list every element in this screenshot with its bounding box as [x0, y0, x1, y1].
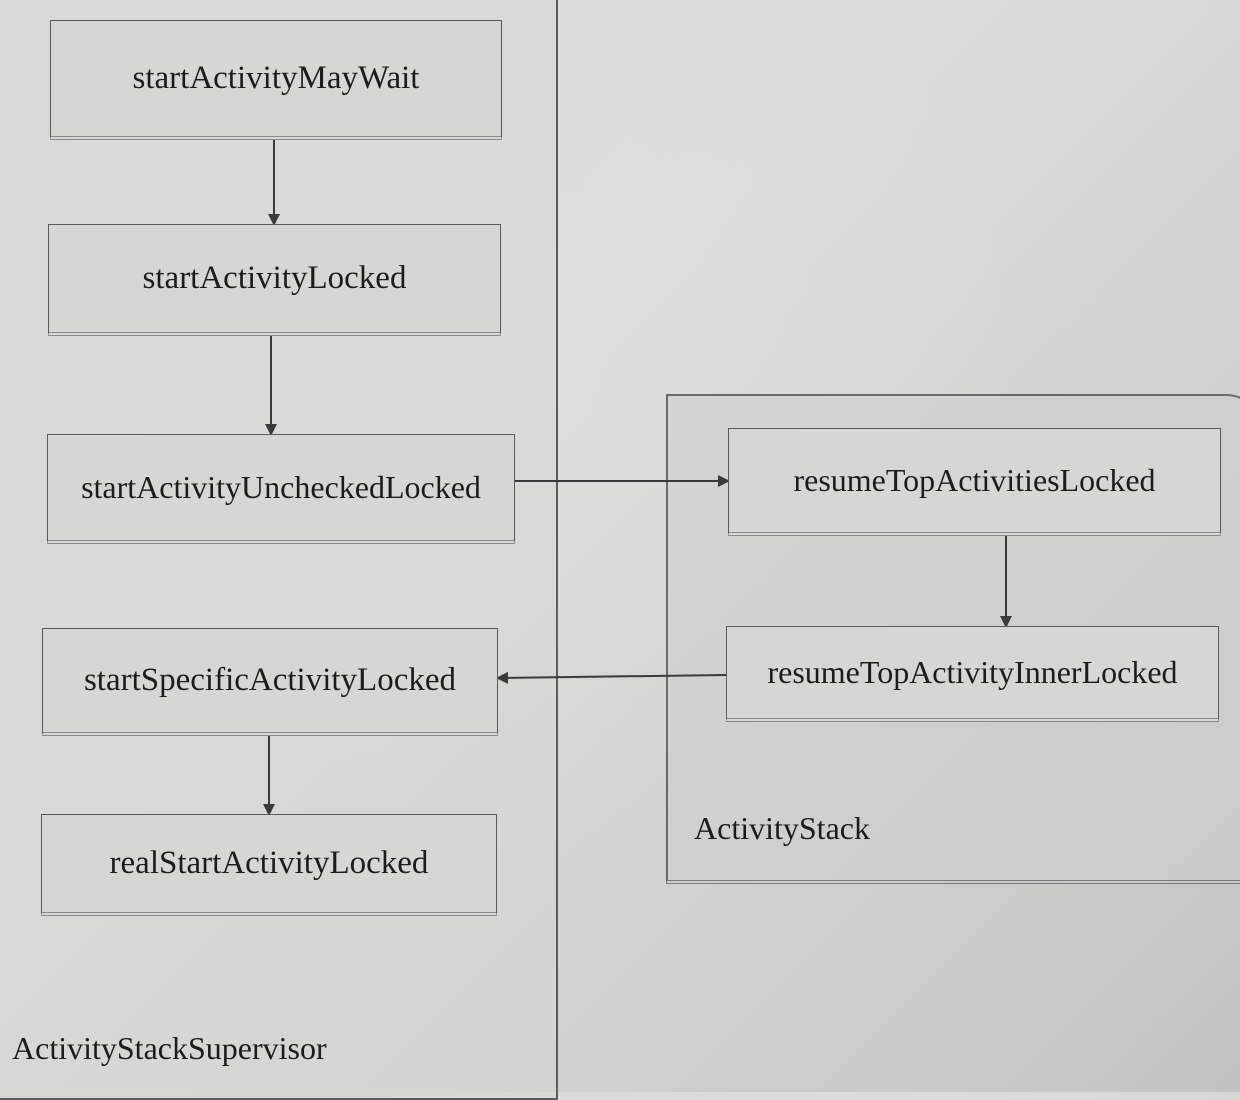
- node-start-activity-unchecked-locked: startActivityUncheckedLocked: [47, 434, 515, 544]
- node-start-activity-may-wait: startActivityMayWait: [50, 20, 502, 140]
- activity-stack-label: ActivityStack: [694, 810, 870, 846]
- activity-stack-supervisor-label: ActivityStackSupervisor: [12, 1030, 327, 1066]
- edge-inner-to-start-specific: [496, 671, 727, 684]
- node-resume-top-activity-inner-locked: resumeTopActivityInnerLocked: [726, 626, 1219, 722]
- activity-stack-supervisor-panel: [0, 0, 558, 1100]
- node-start-specific-activity-locked: startSpecificActivityLocked: [42, 628, 498, 736]
- node-start-activity-locked: startActivityLocked: [48, 224, 501, 336]
- node-real-start-activity-locked: realStartActivityLocked: [41, 814, 497, 916]
- node-resume-top-activities-locked: resumeTopActivitiesLocked: [728, 428, 1221, 536]
